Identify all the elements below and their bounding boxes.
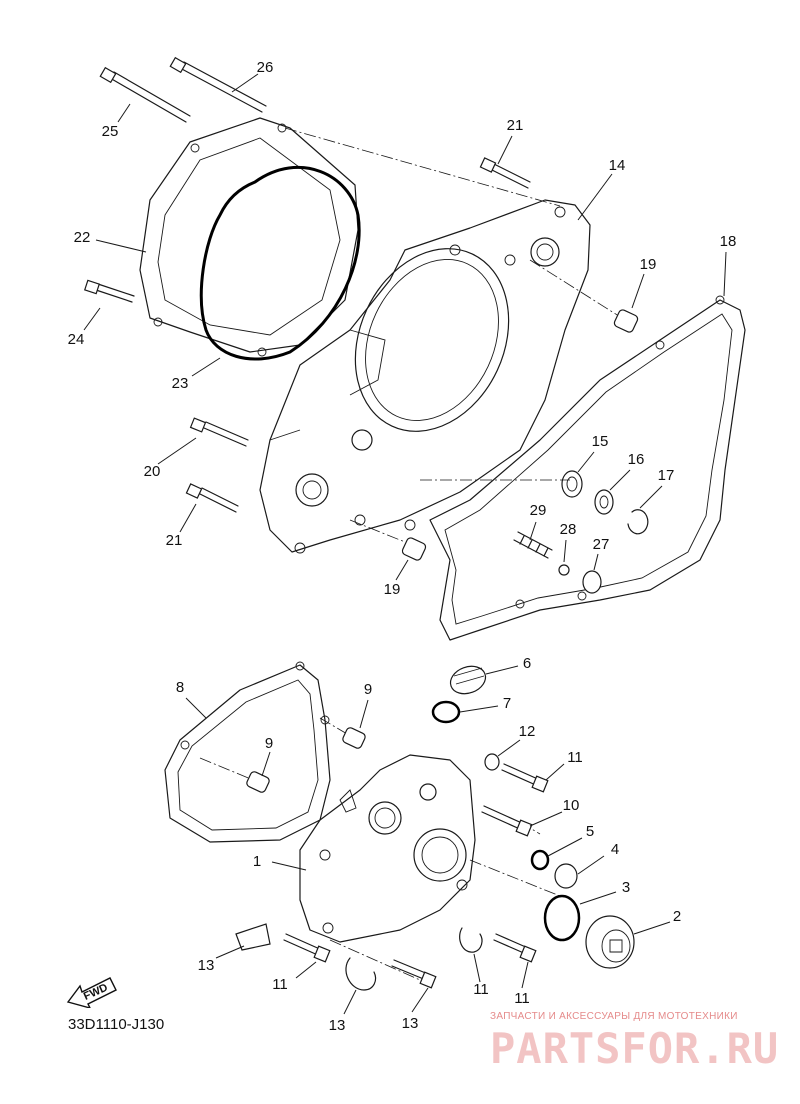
callout-26: 26 bbox=[257, 59, 274, 76]
callout-21: 21 bbox=[507, 117, 524, 134]
bolts-lower-right bbox=[481, 753, 549, 837]
callout-14: 14 bbox=[609, 157, 626, 174]
callout-19: 19 bbox=[384, 581, 401, 598]
callout-18: 18 bbox=[720, 233, 737, 250]
small-parts-right bbox=[513, 470, 649, 594]
part-9-dowels bbox=[246, 727, 366, 793]
callout-28: 28 bbox=[560, 521, 577, 538]
part-18-crankcase-gasket bbox=[429, 295, 746, 641]
part-14-crankcase-cover bbox=[259, 199, 591, 554]
callout-4: 4 bbox=[611, 841, 619, 858]
part-8-lower-gasket bbox=[164, 661, 331, 843]
callout-17: 17 bbox=[658, 467, 675, 484]
part-19-dowels bbox=[401, 309, 639, 561]
part-1-lower-cover bbox=[299, 754, 476, 943]
callout-20: 20 bbox=[144, 463, 161, 480]
callout-10: 10 bbox=[563, 797, 580, 814]
callout-7: 7 bbox=[503, 695, 511, 712]
fwd-arrow-icon: FWD bbox=[64, 966, 124, 1013]
diagram-code: 33D1110-J130 bbox=[68, 1016, 165, 1033]
callout-19: 19 bbox=[640, 256, 657, 273]
parts-13-clamps bbox=[235, 923, 537, 991]
callout-6: 6 bbox=[523, 655, 531, 672]
parts-2-5-plugs bbox=[530, 849, 635, 969]
callout-3: 3 bbox=[622, 879, 630, 896]
bolts-upper bbox=[83, 56, 531, 303]
part-22-clutch-cover bbox=[139, 117, 359, 357]
callout-11: 11 bbox=[514, 990, 530, 1007]
callout-23: 23 bbox=[172, 375, 189, 392]
callout-labels: 26 25 22 24 23 21 14 18 19 20 21 15 16 1… bbox=[68, 59, 737, 1034]
callout-24: 24 bbox=[68, 331, 85, 348]
part-6-7-filler-cap bbox=[431, 665, 487, 724]
callout-2: 2 bbox=[673, 908, 681, 925]
callout-12: 12 bbox=[519, 723, 536, 740]
callout-8: 8 bbox=[176, 679, 184, 696]
callout-9: 9 bbox=[265, 735, 273, 752]
callout-1: 1 bbox=[253, 853, 261, 870]
callout-21: 21 bbox=[166, 532, 183, 549]
callout-13: 13 bbox=[329, 1017, 346, 1034]
callout-11: 13 bbox=[402, 1015, 419, 1032]
callout-9: 9 bbox=[364, 681, 372, 698]
part-23-cover-gasket bbox=[199, 165, 361, 361]
callout-25: 25 bbox=[102, 123, 119, 140]
watermark-tagline: ЗАПЧАСТИ И АКСЕССУАРЫ ДЛЯ МОТОТЕХНИКИ bbox=[490, 1011, 738, 1022]
callout-22: 22 bbox=[74, 229, 91, 246]
callout-29: 29 bbox=[530, 502, 547, 519]
callout-11: 11 bbox=[272, 976, 288, 993]
leader-lines bbox=[83, 73, 727, 1015]
callout-13: 13 bbox=[198, 957, 215, 974]
callout-13: 11 bbox=[473, 981, 489, 998]
callout-5: 5 bbox=[586, 823, 594, 840]
callout-16: 16 bbox=[628, 451, 645, 468]
callout-11: 11 bbox=[567, 749, 583, 766]
bolts-middle bbox=[185, 417, 249, 513]
watermark-brand: PARTSFOR.RU bbox=[490, 1024, 780, 1073]
callout-27: 27 bbox=[593, 536, 610, 553]
callout-15: 15 bbox=[592, 433, 609, 450]
